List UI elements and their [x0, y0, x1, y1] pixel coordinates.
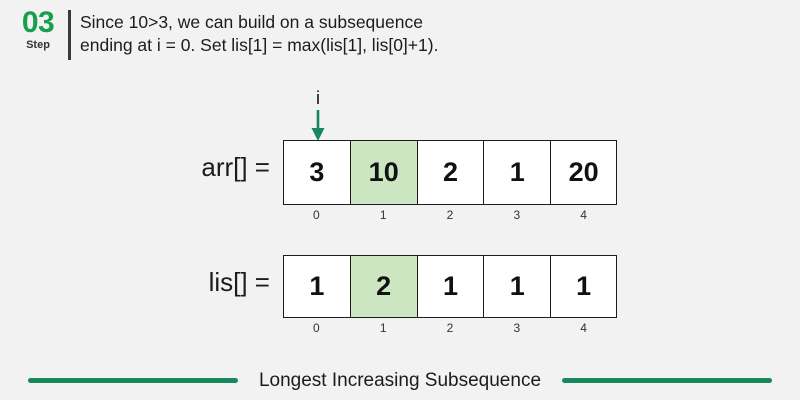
lis-cell-0[interactable]: 1: [283, 255, 350, 318]
arr-index-2: 2: [446, 208, 454, 222]
slide-footer: Longest Increasing Subsequence: [0, 362, 800, 400]
footer-title: Longest Increasing Subsequence: [258, 370, 542, 391]
down-arrow-icon: [300, 110, 336, 142]
footer-rule-right: [562, 378, 772, 383]
arr-index-row: 0 1 2 3 4: [283, 208, 617, 222]
lis-index-4: 4: [580, 321, 587, 335]
step-number: 03: [21, 6, 55, 39]
footer-rule-left: [28, 378, 238, 383]
arr-index-1: 1: [379, 208, 387, 222]
lis-cell-2[interactable]: 1: [416, 255, 484, 318]
step-badge: 03 Step: [10, 8, 66, 52]
step-description-line-2: ending at i = 0. Set lis[1] = max(lis[1]…: [80, 35, 439, 55]
step-description: Since 10>3, we can build on a subsequenc…: [80, 11, 780, 57]
lis-index-3: 3: [513, 321, 521, 335]
arr-cell-1[interactable]: 10: [349, 140, 417, 205]
arr-row-label: arr[] =: [201, 152, 270, 182]
lis-cells: 1 2 1 1 1: [283, 255, 617, 318]
arr-cell-4[interactable]: 20: [550, 140, 617, 205]
step-label: Step: [26, 39, 50, 51]
lis-index-2: 2: [446, 321, 454, 335]
lis-row-label: lis[] =: [208, 267, 270, 297]
arr-index-3: 3: [513, 208, 521, 222]
index-pointer-label: i: [316, 88, 320, 108]
lis-cell-4[interactable]: 1: [550, 255, 617, 318]
lis-index-row: 0 1 2 3 4: [283, 321, 617, 335]
slide-header: 03 Step Since 10>3, we can build on a su…: [0, 0, 800, 76]
arr-index-4: 4: [580, 208, 587, 222]
arr-cells: 3 10 2 1 20: [283, 140, 617, 205]
header-divider: [68, 10, 71, 60]
lis-index-0: 0: [313, 321, 320, 335]
arr-cell-0[interactable]: 3: [283, 140, 350, 205]
step-description-line-1: Since 10>3, we can build on a subsequenc…: [80, 12, 423, 32]
lis-cell-1[interactable]: 2: [349, 255, 417, 318]
arr-cell-3[interactable]: 1: [483, 140, 551, 205]
arr-cell-2[interactable]: 2: [416, 140, 484, 205]
lis-cell-3[interactable]: 1: [483, 255, 551, 318]
lis-index-1: 1: [379, 321, 387, 335]
index-pointer: i: [300, 88, 336, 142]
arr-index-0: 0: [313, 208, 320, 222]
